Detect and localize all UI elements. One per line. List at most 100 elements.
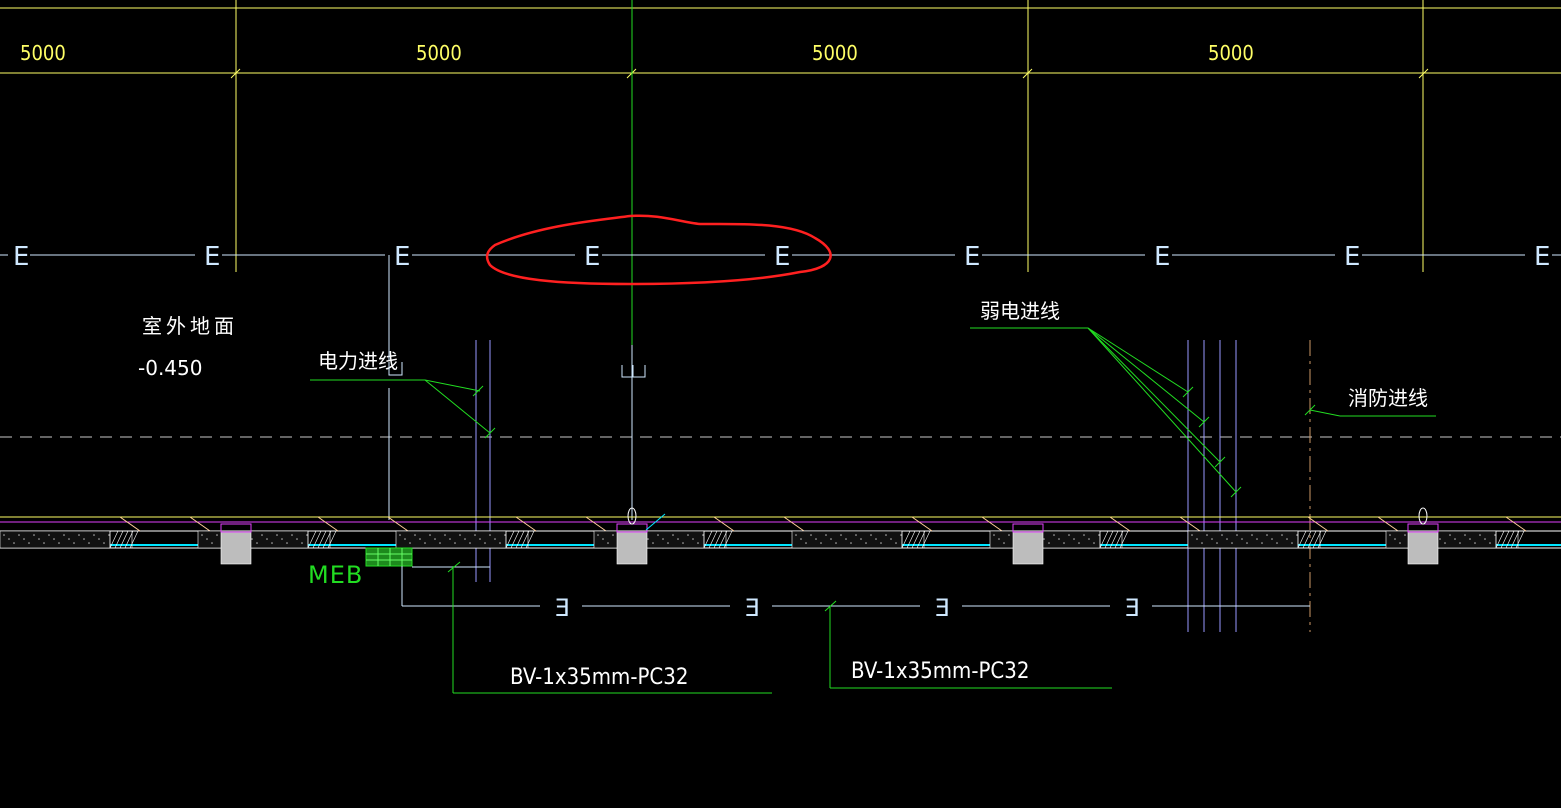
hatch-stroke (1114, 530, 1124, 549)
concrete-speckle (33, 534, 35, 536)
hatch-block (1495, 530, 1519, 549)
concrete-speckle (820, 542, 822, 544)
concrete-speckle (612, 534, 614, 536)
column-pad (1012, 531, 1044, 565)
concrete-block (1187, 530, 1299, 549)
highlight-ellipse (485, 214, 832, 286)
concrete-speckle (1088, 538, 1090, 540)
concrete-speckle (474, 534, 476, 536)
hatch-stroke (1307, 530, 1317, 549)
hatch-stroke (129, 530, 139, 549)
meb-label: MEB (308, 561, 363, 589)
hatch-stroke (1500, 530, 1510, 549)
hatch-stroke (916, 530, 926, 549)
concrete-speckle (850, 542, 852, 544)
clamp-lead (645, 513, 666, 531)
concrete-speckle (261, 534, 263, 536)
hatch-stroke (114, 530, 124, 549)
concrete-speckle (251, 538, 253, 540)
concrete-speckle (48, 534, 50, 536)
concrete-speckle (1251, 534, 1253, 536)
concrete-speckle (479, 538, 481, 540)
hatch-block (307, 530, 331, 549)
hatch-stroke (124, 530, 134, 549)
concrete-speckle (1221, 534, 1223, 536)
concrete-speckle (900, 534, 902, 536)
concrete-speckle (1073, 538, 1075, 540)
concrete-speckle (484, 542, 486, 544)
weak-current-leader-lines (970, 327, 1242, 498)
foundation-strip (0, 507, 1561, 565)
concrete-speckle (677, 538, 679, 540)
concrete-speckle (1454, 538, 1456, 540)
hatch-stroke (119, 530, 129, 549)
concrete-speckle (256, 542, 258, 544)
hatch-stroke (312, 530, 322, 549)
concrete-speckle (702, 534, 704, 536)
earth-marker-top-5: E (774, 242, 790, 272)
hatch-stroke (901, 530, 911, 549)
hatch-stroke (723, 530, 733, 549)
slope-line (1179, 516, 1201, 532)
concrete-speckle (870, 534, 872, 536)
concrete-speckle (1449, 534, 1451, 536)
concrete-speckle (78, 534, 80, 536)
power-entry-label: 电力进线 (318, 349, 398, 373)
slope-line (119, 516, 141, 532)
concrete-speckle (1389, 534, 1391, 536)
earth-marker-top-9: E (1534, 242, 1550, 272)
concrete-speckle (201, 534, 203, 536)
concrete-speckle (1053, 534, 1055, 536)
concrete-speckle (1093, 542, 1095, 544)
concrete-speckle (301, 542, 303, 544)
concrete-speckle (835, 542, 837, 544)
concrete-speckle (597, 534, 599, 536)
concrete-speckle (216, 534, 218, 536)
fire-entry-label: 消防进线 (1348, 386, 1428, 410)
concrete-speckle (830, 538, 832, 540)
dimension-label-3: 5000 (812, 41, 858, 65)
concrete-speckle (1191, 534, 1193, 536)
concrete-speckle (1281, 534, 1283, 536)
concrete-speckle (276, 534, 278, 536)
hatch-stroke (703, 530, 713, 549)
concrete-speckle (38, 538, 40, 540)
hatch-stroke (1109, 530, 1119, 549)
earth-marker-bottom-2: E (745, 594, 760, 622)
hatch-stroke (1495, 530, 1505, 549)
slope-line (1109, 516, 1131, 532)
concrete-speckle (444, 534, 446, 536)
concrete-speckle (1489, 542, 1491, 544)
cable-leader-1 (447, 561, 772, 694)
column-pad (616, 531, 648, 565)
hatch-stroke (1317, 530, 1327, 549)
power-leader-lines (310, 379, 496, 439)
concrete-speckle (1098, 534, 1100, 536)
concrete-speckle (469, 542, 471, 544)
concrete-block (989, 530, 1101, 549)
concrete-speckle (1206, 534, 1208, 536)
concrete-speckle (291, 534, 293, 536)
dimension-label-4: 5000 (1208, 41, 1254, 65)
concrete-speckle (23, 538, 25, 540)
concrete-speckle (795, 534, 797, 536)
slope-line (911, 516, 933, 532)
earth-marker-top-3: E (394, 242, 410, 272)
concrete-speckle (1231, 542, 1233, 544)
slope-line (387, 516, 409, 532)
concrete-speckle (1469, 538, 1471, 540)
column-cap (1012, 523, 1044, 533)
concrete-speckle (602, 538, 604, 540)
hatch-stroke (1312, 530, 1322, 549)
concrete-speckle (1494, 534, 1496, 536)
concrete-speckle (1404, 534, 1406, 536)
slope-line (515, 516, 537, 532)
concrete-speckle (865, 542, 867, 544)
hatch-stroke (525, 530, 535, 549)
concrete-speckle (464, 538, 466, 540)
concrete-speckle (845, 538, 847, 540)
concrete-speckle (306, 534, 308, 536)
concrete-speckle (58, 542, 60, 544)
concrete-speckle (682, 542, 684, 544)
